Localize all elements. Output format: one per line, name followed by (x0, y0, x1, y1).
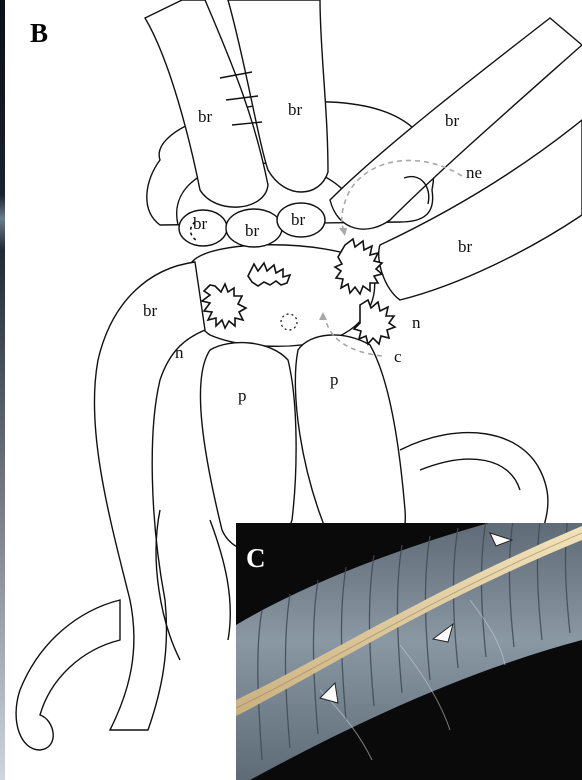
panel-c-letter: C (246, 543, 266, 573)
